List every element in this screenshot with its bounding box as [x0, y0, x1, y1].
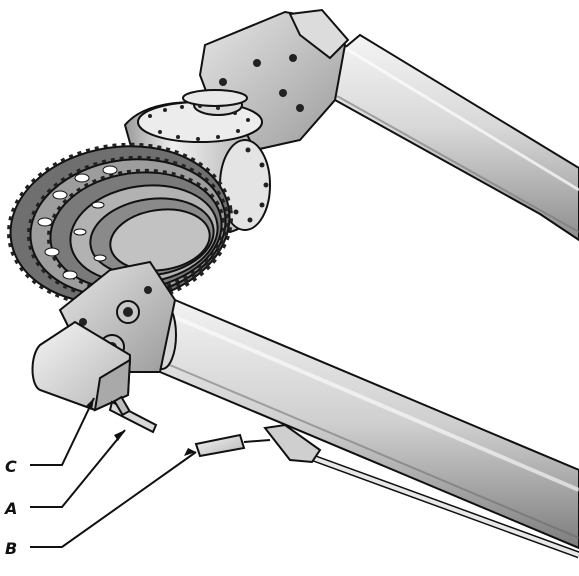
cable-end: [194, 433, 271, 458]
arrowhead-b: [184, 448, 196, 456]
arrowhead-a: [114, 430, 125, 441]
hub-flange-top-holes: [148, 104, 250, 141]
cable-housing: [263, 423, 579, 559]
leader-line-c: [30, 397, 95, 466]
leader-line-b: [30, 451, 197, 548]
leader-lines: [30, 397, 197, 548]
callout-label-b: B: [5, 539, 17, 558]
adjusting-screw: [108, 395, 158, 434]
callout-label-a: A: [3, 499, 17, 518]
leader-arrowheads: [86, 398, 196, 456]
chain-stay-tube: [143, 298, 579, 550]
leader-line-a: [30, 429, 126, 508]
cassette-sprockets: [7, 142, 233, 308]
sprocket-cutouts: [37, 165, 118, 280]
arrowhead-c: [86, 398, 94, 410]
callout-label-c: C: [5, 457, 17, 476]
seat-stay-tube: [328, 33, 579, 242]
